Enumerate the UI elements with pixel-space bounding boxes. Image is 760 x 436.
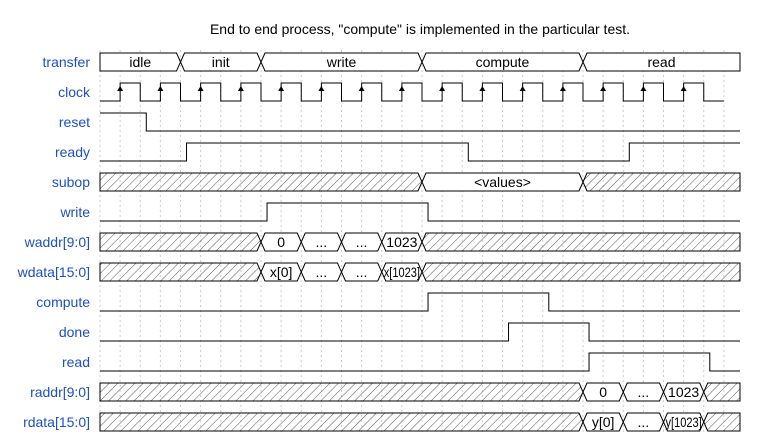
bus-segment-label: read	[647, 54, 675, 70]
bus-undefined-segment	[99, 232, 262, 252]
bus-segment-label: ...	[356, 264, 368, 280]
bus-undefined-segment	[582, 172, 741, 192]
bus-undefined-segment	[703, 382, 741, 402]
signal-label: compute	[36, 294, 90, 310]
bus-segment-label: y[0]	[592, 414, 615, 430]
digital-waveform	[100, 142, 740, 162]
digital-waveform	[100, 112, 740, 132]
bus-segment-label: ...	[356, 234, 368, 250]
signal-label: subop	[52, 174, 90, 190]
rising-edge-arrow-icon	[640, 86, 647, 91]
signal-waddr-9-0: waddr[9:0] 0...... 1023	[24, 232, 741, 252]
rising-edge-arrow-icon	[197, 86, 204, 91]
bus-segment-label: compute	[476, 54, 530, 70]
rising-edge-arrow-icon	[439, 86, 446, 91]
bus-undefined-segment	[99, 262, 262, 282]
bus-segment-label: ...	[316, 264, 328, 280]
digital-waveform	[100, 292, 740, 312]
bus-segment-label: write	[326, 54, 357, 70]
signal-label: write	[59, 204, 90, 220]
bus-undefined-segment	[421, 262, 741, 282]
signal-label: read	[62, 354, 90, 370]
bus-segment-label: ...	[316, 234, 328, 250]
bus-segment-label: 0	[599, 384, 607, 400]
bus-segment-label: y[1023]	[666, 414, 702, 430]
signal-ready: ready	[55, 142, 740, 162]
bus-undefined-segment	[99, 412, 584, 432]
rising-edge-arrow-icon	[680, 86, 687, 91]
bus-segment-label: 1023	[386, 234, 417, 250]
rising-edge-arrow-icon	[479, 86, 486, 91]
signal-label: done	[59, 324, 90, 340]
diagram-title: End to end process, "compute" is impleme…	[210, 21, 630, 37]
signal-label: clock	[58, 84, 91, 100]
bus-undefined-segment	[99, 172, 423, 192]
rising-edge-arrow-icon	[157, 86, 164, 91]
rising-edge-arrow-icon	[358, 86, 365, 91]
bus-undefined-segment	[703, 412, 741, 432]
signal-transfer: transfer idle init write compute read	[43, 52, 741, 72]
rising-edge-arrow-icon	[398, 86, 405, 91]
signal-write: write	[59, 202, 740, 222]
signal-raddr-9-0: raddr[9:0] 0... 1023	[30, 382, 741, 402]
signal-label: rdata[15:0]	[23, 414, 90, 430]
signal-rdata-15-0: rdata[15:0] y[0]... y[1023]	[23, 412, 741, 432]
digital-waveform	[100, 202, 740, 222]
signal-label: reset	[59, 114, 90, 130]
signal-subop: subop <values>	[52, 172, 741, 192]
bus-segment-label: <values>	[474, 174, 531, 190]
signal-rows: transfer idle init write compute read clock res…	[17, 52, 741, 432]
digital-waveform	[100, 322, 740, 342]
rising-edge-arrow-icon	[278, 86, 285, 91]
bus-segment-label: x[0]	[270, 264, 293, 280]
signal-label: ready	[55, 144, 90, 160]
signal-label: transfer	[43, 54, 91, 70]
signal-done: done	[59, 322, 740, 342]
rising-edge-arrow-icon	[237, 86, 244, 91]
signal-wdata-15-0: wdata[15:0] x[0]...... x[1023]	[17, 262, 741, 282]
rising-edge-arrow-icon	[600, 86, 607, 91]
signal-label: raddr[9:0]	[30, 384, 90, 400]
rising-edge-arrow-icon	[318, 86, 325, 91]
signal-reset: reset	[59, 112, 740, 132]
signal-compute: compute	[36, 292, 740, 312]
bus-segment	[582, 52, 741, 72]
bus-segment-label: ...	[638, 384, 650, 400]
rising-edge-arrow-icon	[559, 86, 566, 91]
signal-label: waddr[9:0]	[24, 234, 90, 250]
bus-undefined-segment	[421, 232, 741, 252]
bus-undefined-segment	[99, 382, 584, 402]
bus-segment-label: idle	[129, 54, 151, 70]
signal-label: wdata[15:0]	[17, 264, 90, 280]
bus-segment-label: x[1023]	[384, 264, 420, 280]
bus-segment-label: 1023	[668, 384, 699, 400]
bus-segment	[99, 52, 182, 72]
bus-segment-label: ...	[638, 414, 650, 430]
clock-waveform	[100, 82, 724, 102]
digital-waveform	[100, 352, 740, 372]
bus-segment-label: 0	[277, 234, 285, 250]
rising-edge-arrow-icon	[117, 86, 124, 91]
signal-clock: clock	[58, 82, 724, 102]
signal-read: read	[62, 352, 740, 372]
rising-edge-arrow-icon	[519, 86, 526, 91]
bus-segment-label: init	[212, 54, 230, 70]
